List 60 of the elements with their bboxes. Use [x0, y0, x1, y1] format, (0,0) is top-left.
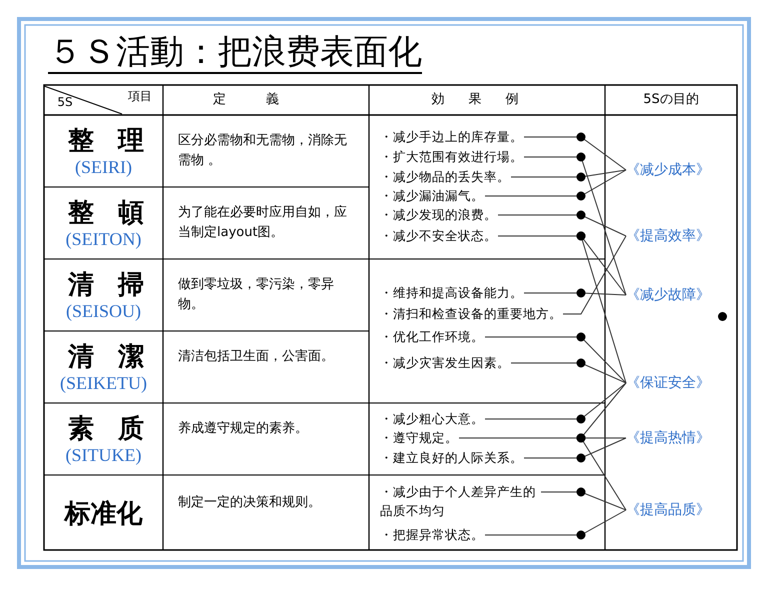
connector-line — [498, 210, 626, 236]
romaji-text: (SEITON) — [64, 229, 142, 251]
effect-item: ・清扫和检查设备的重要地方。 — [380, 304, 562, 324]
connector-line — [510, 170, 626, 182]
goal-text: 《提高品质》 — [626, 500, 726, 520]
effect-item: ・减少发现的浪费。 — [380, 205, 497, 225]
effect-item: ・把握异常状态。 — [380, 525, 484, 545]
connector-line — [484, 332, 626, 384]
goal-text: 《减少成本》 — [626, 160, 726, 180]
connector-line — [510, 358, 626, 384]
term-text: 清掃 — [66, 269, 163, 301]
header-text: 5S — [56, 94, 74, 111]
connector-line — [562, 236, 626, 314]
term-text: 清潔 — [66, 341, 163, 373]
goal-text: 《提高热情》 — [626, 428, 726, 448]
column-header: 効果例 — [430, 91, 544, 109]
effect-item: ・减少手边上的库存量。 — [380, 127, 523, 147]
effect-item: ・减少物品的丢失率。 — [380, 167, 510, 187]
connector-line — [524, 152, 626, 296]
term-text: 素质 — [67, 413, 163, 445]
definition-text: 清洁包括卫生面，公害面。 — [178, 348, 335, 366]
connector-line — [458, 434, 626, 510]
term-text: 标准化 — [62, 498, 144, 530]
definition-text: 为了能在必要时应用自如，应当制定layout图。 — [178, 204, 348, 242]
effect-item: ・扩大范围有效进行場。 — [380, 147, 523, 167]
column-header: 定義 — [212, 91, 320, 109]
header-text: 項目 — [127, 88, 153, 105]
connector-line — [524, 438, 626, 462]
dot-marker — [718, 312, 727, 321]
goal-text: 《减少故障》 — [626, 285, 726, 305]
effect-item: ・优化工作环境。 — [380, 327, 484, 347]
connector-line — [484, 510, 626, 540]
goal-text: 《提高效率》 — [626, 226, 726, 246]
effect-item: ・维持和提高设备能力。 — [380, 283, 523, 303]
goal-text: 《保证安全》 — [626, 373, 726, 393]
connector-line — [498, 232, 626, 384]
connector-line — [524, 288, 626, 298]
column-header: 5Sの目的 — [642, 91, 700, 109]
effect-item: ・减少由于个人差异产生的品质不均匀 — [380, 482, 540, 520]
definition-text: 做到零垃圾，零污染，零异物。 — [178, 276, 335, 314]
romaji-text: (SEIRI) — [74, 157, 133, 179]
effect-item: ・遵守规定。 — [380, 428, 458, 448]
definition-text: 区分必需物和无需物，消除无需物 。 — [178, 132, 348, 170]
romaji-text: (SITUKE) — [64, 445, 142, 467]
effect-item: ・减少不安全状态。 — [380, 226, 497, 246]
definition-text: 制定一定的决策和规则。 — [178, 494, 322, 512]
term-text: 整理 — [67, 125, 163, 157]
definition-text: 养成遵守规定的素养。 — [178, 420, 309, 438]
connector-line — [540, 488, 626, 510]
effect-item: ・减少灾害发生因素。 — [380, 353, 510, 373]
romaji-text: (SEISOU) — [65, 301, 142, 323]
connector-line — [484, 382, 626, 424]
term-text: 整頓 — [67, 197, 163, 229]
connector-line — [484, 170, 626, 200]
effect-item: ・减少漏油漏气。 — [380, 186, 484, 206]
effect-item: ・减少粗心大意。 — [380, 409, 484, 429]
title: ５Ｓ活動：把浪费表面化 — [48, 32, 422, 74]
romaji-text: (SEIKETU) — [59, 373, 148, 395]
connector-line — [524, 132, 626, 170]
effect-item: ・建立良好的人际关系。 — [380, 448, 523, 468]
